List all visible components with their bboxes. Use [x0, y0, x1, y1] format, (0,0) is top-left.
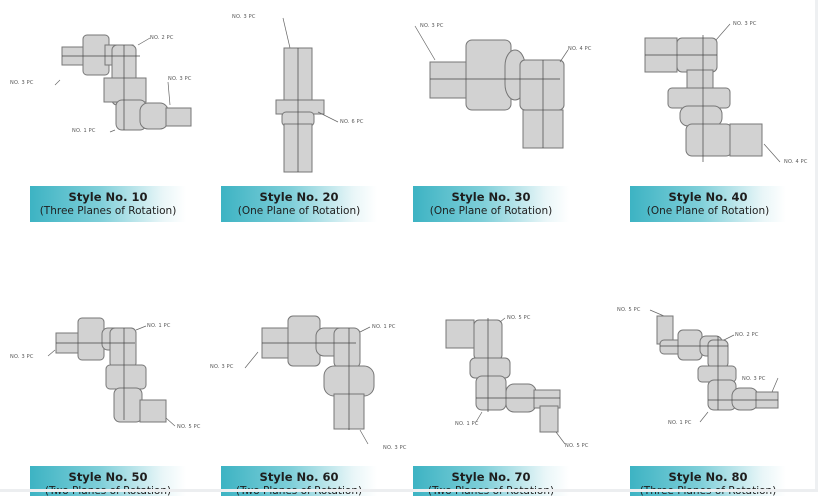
- part-label: NO. 4 PC: [784, 159, 808, 165]
- style-10-diagram: [54, 34, 192, 133]
- style-subtitle: (One Plane of Rotation): [429, 205, 553, 217]
- style-title: Style No. 50: [68, 470, 148, 484]
- style-title: Style No. 10: [68, 190, 148, 204]
- part-label: NO. 2 PC: [735, 332, 759, 338]
- style-20-diagram: [275, 17, 339, 173]
- style-30-diagram: [414, 25, 569, 149]
- part-label: NO. 5 PC: [177, 424, 201, 430]
- part-label: NO. 3 PC: [10, 80, 34, 86]
- page-edge-bottom: [0, 489, 818, 492]
- part-label: NO. 1 PC: [455, 421, 479, 427]
- part-label: NO. 3 PC: [733, 21, 757, 27]
- part-label: NO. 5 PC: [617, 307, 641, 313]
- part-label: NO. 1 PC: [72, 128, 96, 134]
- style-50-diagram: [47, 317, 176, 427]
- style-60-diagram: [244, 315, 375, 445]
- style-title: Style No. 30: [451, 190, 531, 204]
- style-subtitle: (One Plane of Rotation): [646, 205, 770, 217]
- style-30-banner: Style No. 30 (One Plane of Rotation): [413, 186, 569, 222]
- style-20-banner: Style No. 20 (One Plane of Rotation): [221, 186, 377, 222]
- style-10-banner: Style No. 10 (Three Planes of Rotation): [30, 186, 186, 222]
- style-40-banner: Style No. 40 (One Plane of Rotation): [630, 186, 786, 222]
- style-title: Style No. 40: [668, 190, 748, 204]
- part-label: NO. 1 PC: [372, 324, 396, 330]
- part-label: NO. 3 PC: [10, 354, 34, 360]
- part-label: NO. 3 PC: [420, 23, 444, 29]
- part-label: NO. 1 PC: [668, 420, 692, 426]
- part-label: NO. 3 PC: [210, 364, 234, 370]
- style-title: Style No. 20: [259, 190, 339, 204]
- style-subtitle: (One Plane of Rotation): [237, 205, 361, 217]
- part-label: NO. 5 PC: [507, 315, 531, 321]
- part-label: NO. 5 PC: [565, 443, 589, 449]
- style-40-diagram: [644, 23, 781, 163]
- style-80-diagram: [649, 309, 779, 423]
- style-title: Style No. 60: [259, 470, 339, 484]
- part-label: NO. 3 PC: [742, 376, 766, 382]
- part-label: NO. 3 PC: [168, 76, 192, 82]
- part-label: NO. 6 PC: [340, 119, 364, 125]
- part-label: NO. 2 PC: [150, 35, 174, 41]
- style-70-diagram: [445, 317, 566, 445]
- part-label: NO. 4 PC: [568, 46, 592, 52]
- part-label: NO. 3 PC: [232, 14, 256, 20]
- part-label: NO. 3 PC: [383, 445, 407, 451]
- style-title: Style No. 70: [451, 470, 531, 484]
- style-title: Style No. 80: [668, 470, 748, 484]
- page-edge-right: [815, 0, 818, 492]
- style-subtitle: (Three Planes of Rotation): [39, 205, 177, 217]
- part-label: NO. 1 PC: [147, 323, 171, 329]
